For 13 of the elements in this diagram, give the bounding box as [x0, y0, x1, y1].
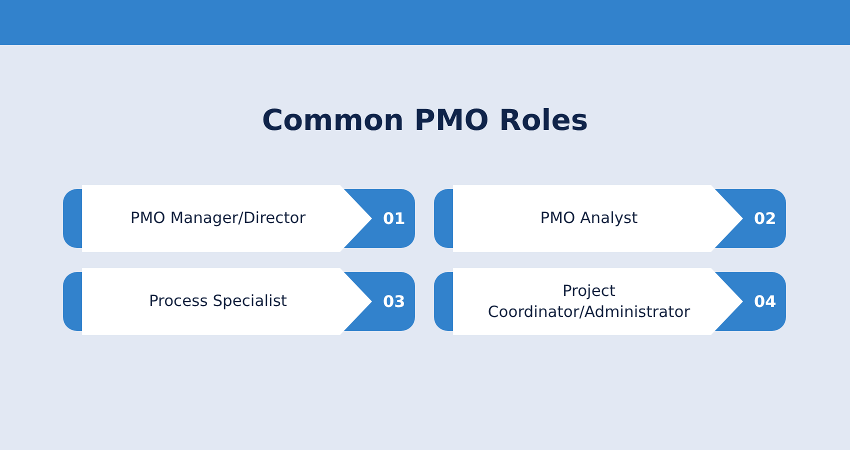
step-number: 02: [754, 209, 776, 229]
role-label: PMO Analyst: [540, 208, 638, 229]
role-card: [63, 185, 415, 252]
role-card: [63, 268, 415, 335]
role-label: Process Specialist: [148, 291, 288, 312]
step-number: 01: [383, 209, 406, 229]
role-label: PMO Manager/Director: [130, 208, 306, 229]
role-card: [434, 185, 786, 252]
step-number: 03: [383, 292, 406, 312]
role-label: Project Coordinator/Administrator: [486, 280, 692, 322]
step-number: 04: [754, 292, 776, 312]
title: Common PMO Roles: [262, 102, 588, 139]
role-card: [434, 268, 786, 335]
